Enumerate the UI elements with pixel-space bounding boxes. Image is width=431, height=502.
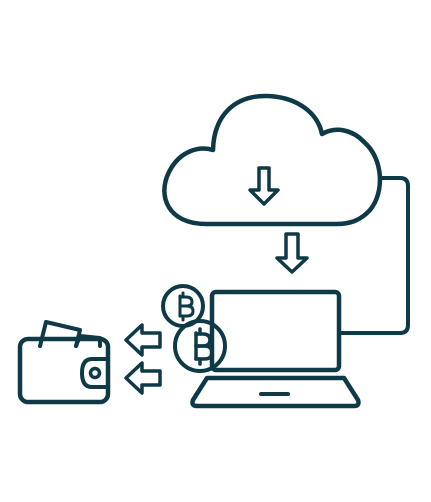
transfer-arrow-icon [124, 323, 162, 357]
download-arrow-icon [248, 166, 280, 206]
cloud-icon [162, 93, 383, 227]
transfer-arrow-icon [124, 361, 162, 395]
bitcoin-coin-icon [173, 319, 227, 373]
laptop-icon [190, 289, 361, 409]
download-arrow-icon [275, 232, 309, 274]
wallet-icon [17, 320, 111, 405]
cable-line [338, 176, 410, 335]
